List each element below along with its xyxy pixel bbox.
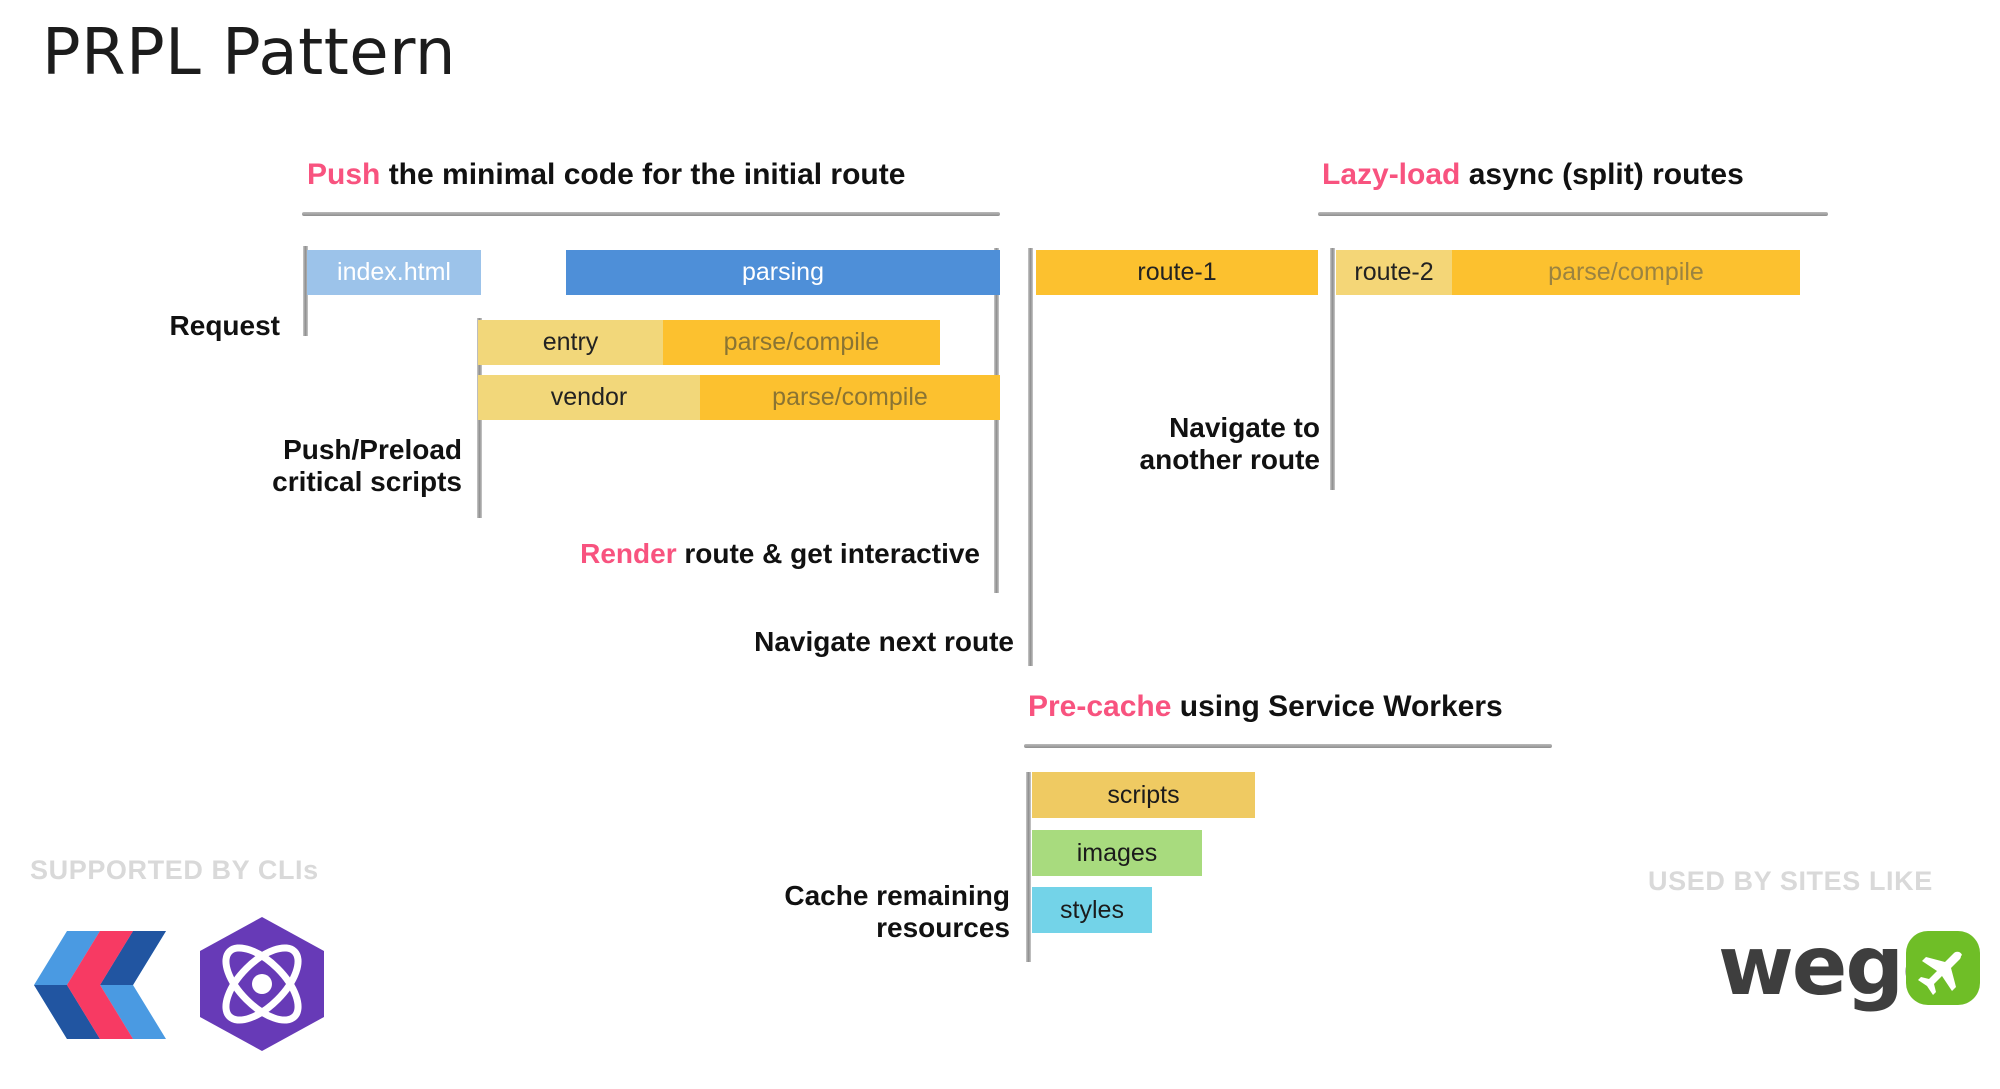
page-title: PRPL Pattern (42, 16, 456, 90)
vrule-cache-remaining (1026, 772, 1031, 962)
vrule-navigate-next (1028, 248, 1033, 666)
bar-segment-route-2-parse: parse/compile (1452, 250, 1800, 295)
section-rule-lazyload (1318, 212, 1828, 216)
annotation-render-rest: route & get interactive (676, 538, 980, 569)
annotation-cache-remaining-line1: Cache remaining (784, 880, 1010, 911)
vrule-request (303, 246, 308, 336)
annotation-navigate-next: Navigate next route (754, 626, 1014, 657)
bar-segment-vendor-label: vendor (478, 375, 700, 420)
section-rule-push (302, 212, 1000, 216)
annotation-navigate-another-line2: another route (1139, 443, 1320, 475)
bar-segment-entry-parse: parse/compile (663, 320, 940, 365)
bar-route-2: route-2 parse/compile (1336, 250, 1800, 295)
annotation-push-preload-line2: critical scripts (272, 465, 462, 497)
bar-segment-vendor-parse: parse/compile (700, 375, 1000, 420)
vrule-render (994, 248, 999, 593)
annotation-push-preload: Push/Preload critical scripts (0, 434, 462, 497)
bar-vendor: vendor parse/compile (478, 375, 1000, 420)
section-rest-push: the minimal code for the initial route (380, 158, 906, 191)
section-rest-precache: using Service Workers (1171, 690, 1503, 723)
section-keyword-precache: Pre-cache (1028, 690, 1172, 723)
section-rest-lazyload: async (split) routes (1460, 158, 1744, 191)
bar-route-1: route-1 (1036, 250, 1318, 295)
bar-index-html: index.html (307, 250, 481, 295)
footer-caption-supported: SUPPORTED BY CLIs (30, 855, 319, 885)
annotation-cache-remaining-line2: resources (876, 911, 1010, 943)
polymer-logo (34, 925, 166, 1045)
bar-entry: entry parse/compile (478, 320, 940, 365)
bar-parsing: parsing (566, 250, 1000, 295)
bar-segment-images-label: images (1032, 830, 1202, 876)
bar-segment-route-1-label: route-1 (1036, 250, 1318, 295)
annotation-cache-remaining: Cache remaining resources (540, 880, 1010, 943)
bar-images: images (1032, 830, 1202, 876)
annotation-render: Render route & get interactive (200, 538, 980, 570)
footer-caption-used-by-text: USED BY SITES LIKE (1648, 866, 1933, 896)
annotation-render-keyword: Render (580, 538, 677, 569)
bar-segment-entry-label: entry (478, 320, 663, 365)
section-heading-push: Push the minimal code for the initial ro… (307, 158, 905, 192)
section-keyword-lazyload: Lazy-load (1322, 158, 1461, 191)
bar-segment-styles-label: styles (1032, 887, 1152, 933)
bar-scripts: scripts (1032, 772, 1255, 818)
annotation-push-preload-line1: Push/Preload (283, 434, 462, 465)
bar-segment-scripts-label: scripts (1032, 772, 1255, 818)
vrule-navigate-another (1330, 248, 1335, 490)
annotation-navigate-another-line1: Navigate to (1169, 412, 1320, 443)
polymer-logo-icon (34, 931, 166, 1039)
preact-logo-icon (200, 917, 324, 1051)
annotation-navigate-another: Navigate to another route (940, 412, 1320, 475)
wego-plane-badge-icon (1906, 931, 1980, 1005)
annotation-request: Request (169, 310, 280, 341)
bar-segment-parsing-label: parsing (566, 250, 1000, 295)
section-keyword-push: Push (307, 158, 381, 191)
wego-logo: wego (1718, 919, 1980, 1035)
section-heading-precache: Pre-cache using Service Workers (1028, 690, 1503, 724)
footer-caption-used-by: USED BY SITES LIKE (1648, 866, 1933, 897)
section-rule-precache (1024, 744, 1552, 748)
bar-segment-index-html-label: index.html (307, 250, 481, 295)
bar-styles: styles (1032, 887, 1152, 933)
bar-segment-route-2-label: route-2 (1336, 250, 1452, 295)
preact-logo (196, 915, 328, 1053)
section-heading-lazyload: Lazy-load async (split) routes (1322, 158, 1744, 192)
